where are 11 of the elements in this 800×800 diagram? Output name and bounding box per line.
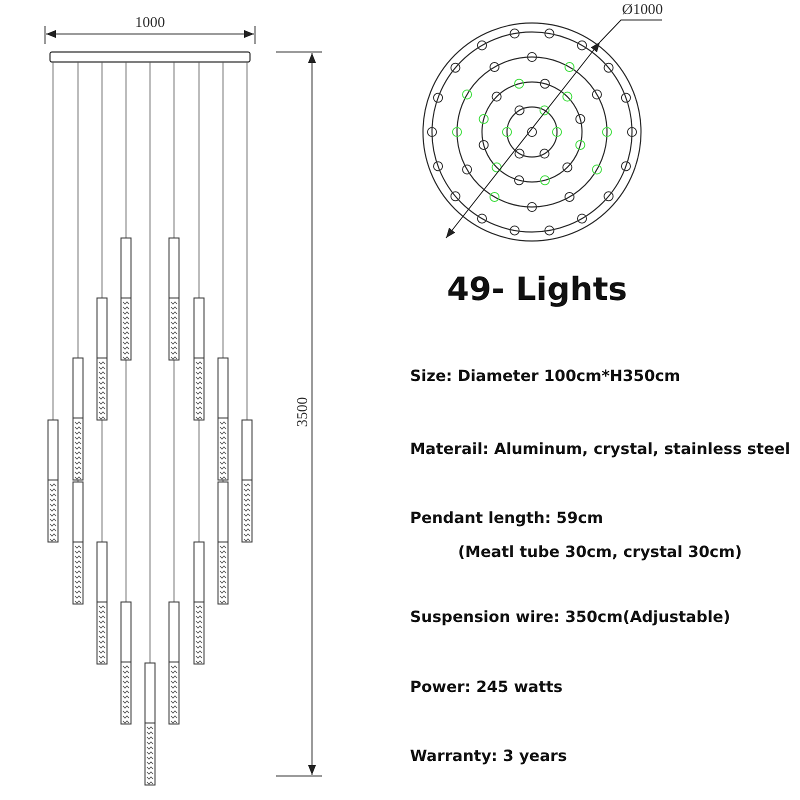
dimension-label: 3500 — [294, 397, 312, 427]
spec-text: Power: 245 watts — [410, 679, 563, 696]
spec-text: Pendant length: 59cm — [410, 510, 604, 528]
dimension-label: 1000 — [135, 15, 165, 32]
dimension-label: Ø1000 — [622, 2, 663, 18]
spec-text: (Meatl tube 30cm, crystal 30cm) — [458, 544, 742, 562]
spec-text: Size: Diameter 100cm*H350cm — [410, 368, 680, 386]
spec-text: Warranty: 3 years — [410, 748, 568, 766]
heading: 49- Lights — [446, 272, 628, 308]
spec-text: Materail: Aluminum, crystal, stainless steel — [410, 441, 790, 458]
spec-text: Suspension wire: 350cm(Adjustable) — [410, 609, 730, 626]
